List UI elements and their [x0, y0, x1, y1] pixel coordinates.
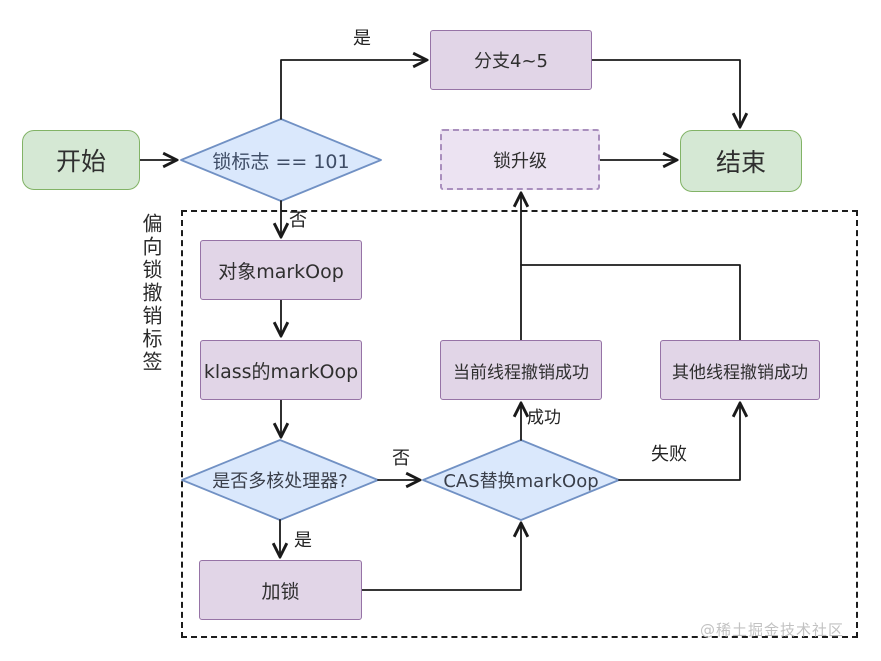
- klass-markoop-label: klass的markOop: [203, 360, 359, 383]
- lock-flag-decision-label: 锁标志 == 101: [212, 150, 350, 173]
- lock-upgrade-label: 锁升级: [493, 150, 547, 172]
- lock-label: 加锁: [261, 580, 300, 603]
- object-markoop-node: 对象markOop: [200, 240, 362, 300]
- other-thread-node: 其他线程撤销成功: [660, 340, 820, 400]
- start-label: 开始: [55, 147, 106, 176]
- current-thread-node: 当前线程撤销成功: [440, 340, 602, 400]
- edge-label-no-multicore: 否: [392, 448, 410, 469]
- klass-markoop-node: klass的markOop: [200, 340, 362, 400]
- lock-flag-decision-shape: [180, 118, 382, 202]
- end-node: 结束: [680, 130, 802, 192]
- watermark: @稀土掘金技术社区: [700, 621, 845, 639]
- edge-label-fail: 失败: [651, 444, 687, 465]
- edge-label-success: 成功: [527, 408, 561, 428]
- other-thread-label: 其他线程撤销成功: [672, 362, 808, 383]
- bias-lock-revoke-label: 偏向锁撤销标签: [139, 213, 163, 374]
- bias-lock-revoke-container: [181, 210, 858, 638]
- start-node: 开始: [22, 130, 140, 190]
- branch-node: 分支4~5: [430, 30, 592, 90]
- end-label: 结束: [715, 148, 766, 177]
- edge-label-no-revoke: 否: [289, 210, 307, 231]
- object-markoop-label: 对象markOop: [218, 260, 344, 283]
- edge-lockflag-to-branch: [280, 60, 426, 120]
- edge-label-yes-branch: 是: [353, 28, 371, 49]
- edge-branch-to-end: [591, 59, 740, 126]
- current-thread-label: 当前线程撤销成功: [453, 362, 589, 383]
- lock-upgrade-node: 锁升级: [440, 129, 600, 190]
- edge-label-yes-multicore: 是: [294, 530, 312, 551]
- branch-label: 分支4~5: [474, 51, 548, 72]
- lock-node: 加锁: [199, 560, 362, 620]
